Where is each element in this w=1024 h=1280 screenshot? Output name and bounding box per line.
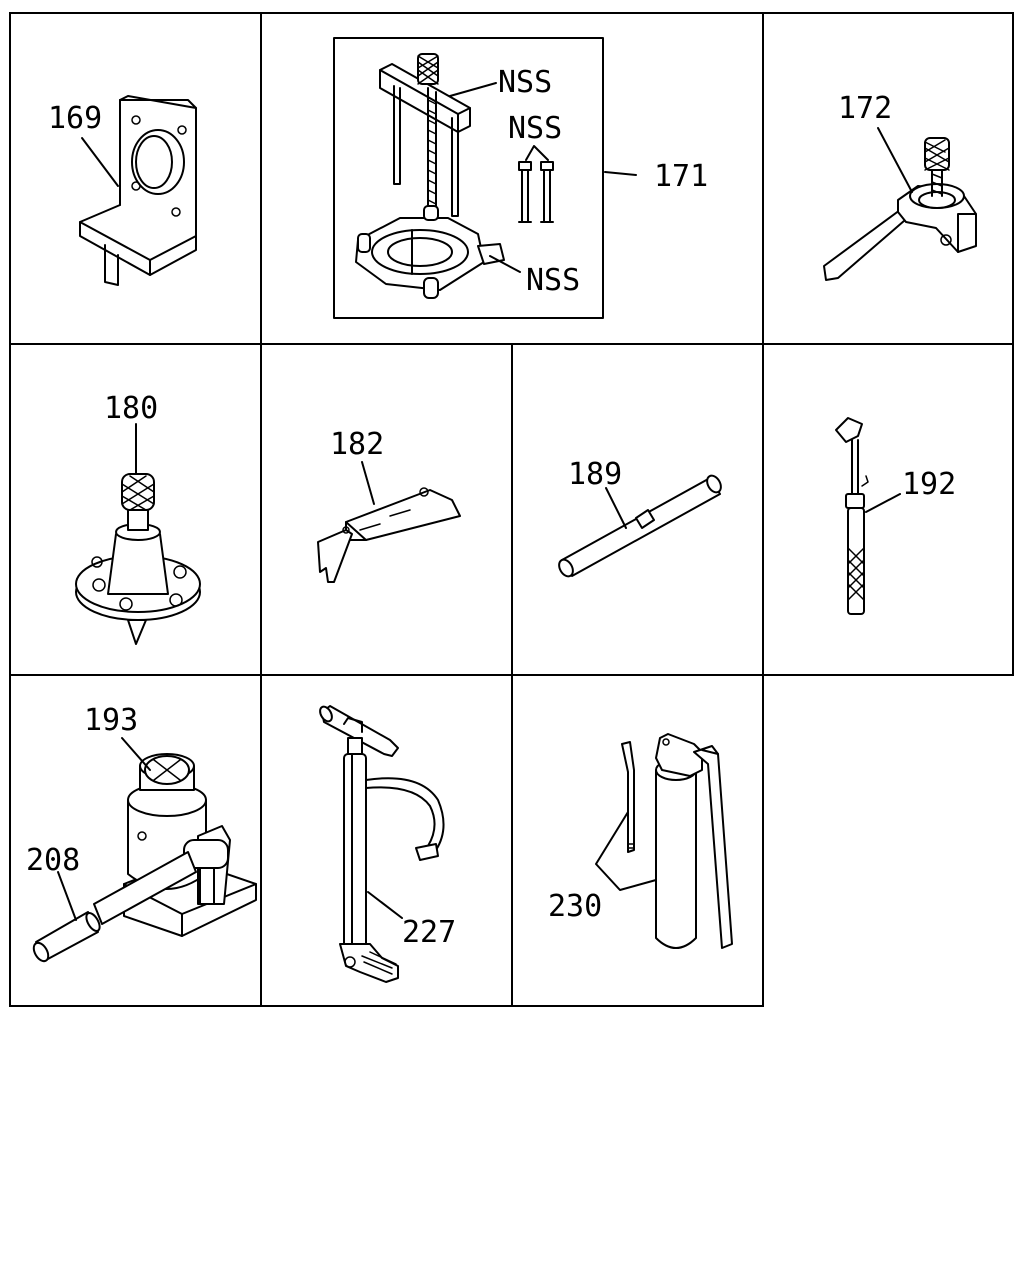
label-189: 189 <box>568 457 627 529</box>
label-230: 230 <box>548 811 657 924</box>
label-227: 227 <box>367 891 456 950</box>
grid-lines <box>9 12 1014 1007</box>
ref-227: 227 <box>402 915 456 950</box>
part-180-flange <box>75 473 201 645</box>
ref-182: 182 <box>330 427 384 462</box>
ref-208: 208 <box>26 843 80 878</box>
label-171: NSS NSS NSS 171 <box>498 65 708 298</box>
label-182: 182 <box>330 427 384 505</box>
nss-label: NSS <box>526 263 580 298</box>
label-192: 192 <box>865 467 956 513</box>
part-169-bracket <box>79 95 197 286</box>
ref-172: 172 <box>838 91 892 126</box>
ref-189: 189 <box>568 457 622 492</box>
part-171-puller-set <box>333 37 637 319</box>
label-169: 169 <box>48 101 119 187</box>
label-180: 180 <box>104 391 158 475</box>
part-230-grease-gun <box>621 733 733 949</box>
part-182-plate <box>317 487 461 583</box>
label-172: 172 <box>838 91 913 193</box>
ref-180: 180 <box>104 391 158 426</box>
ref-171: 171 <box>654 159 708 194</box>
label-193: 193 <box>84 703 151 771</box>
nss-label: NSS <box>508 111 562 146</box>
part-227-pump <box>319 705 445 983</box>
part-192-gauge <box>835 417 869 615</box>
part-189-bar <box>558 474 722 578</box>
nss-label: NSS <box>498 65 552 100</box>
ref-169: 169 <box>48 101 102 136</box>
ref-230: 230 <box>548 889 602 924</box>
part-193-jack <box>32 753 257 963</box>
part-172-holder <box>823 137 977 281</box>
ref-193: 193 <box>84 703 138 738</box>
ref-192: 192 <box>902 467 956 502</box>
label-208: 208 <box>26 843 80 921</box>
